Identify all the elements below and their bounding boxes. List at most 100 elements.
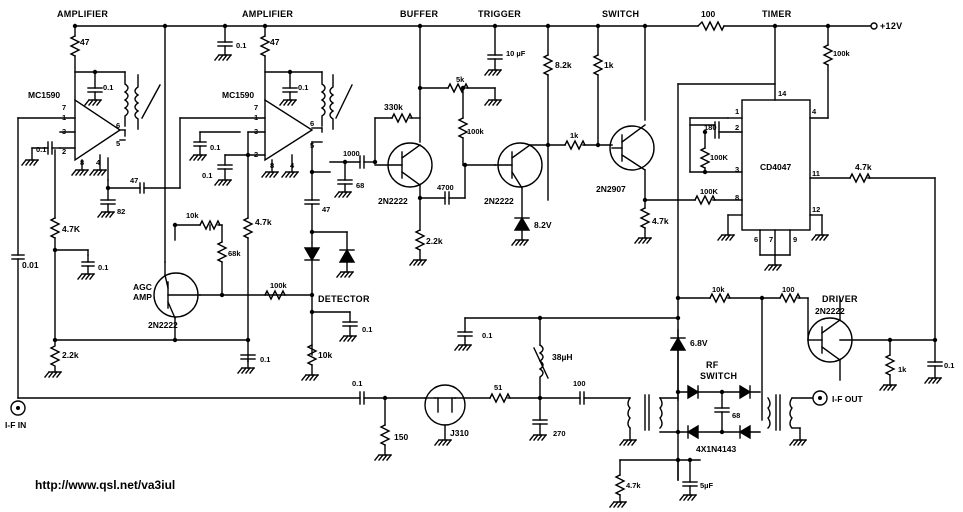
supply-rail	[74, 20, 878, 32]
c001-label: 0.01	[22, 260, 39, 270]
amplifier-1	[11, 25, 249, 399]
r4k7-bot-label: 4.7k	[626, 481, 641, 490]
if-path	[10, 317, 679, 461]
c180-label: 180	[704, 123, 717, 132]
r100k-det-label: 100k	[270, 281, 288, 290]
r8k2-label: 8.2k	[555, 60, 572, 70]
c01a-label: 0.1	[103, 83, 113, 92]
ic1-pin-4: 4	[96, 158, 101, 167]
r100k-ic-label: 100K	[710, 153, 729, 162]
trigger-label: TRIGGER	[478, 9, 521, 19]
ic1-pin-5: 5	[116, 139, 120, 148]
ic3-pin-11: 11	[812, 169, 820, 178]
c68b-label: 68	[732, 411, 740, 420]
c01h-label: 0.1	[260, 355, 270, 364]
c4700-label: 4700	[437, 183, 454, 192]
driver	[807, 297, 943, 391]
agc-amplifier	[153, 219, 311, 341]
ic1-pin-6: 6	[116, 121, 120, 130]
r2k2a-label: 2.2k	[62, 350, 79, 360]
c5u-label: 5µF	[700, 481, 713, 490]
buffer	[374, 25, 502, 266]
footer-url[interactable]: http://www.qsl.net/va3iul	[35, 478, 176, 492]
supply-label: +12V	[880, 21, 902, 31]
z82-label: 8.2V	[534, 220, 552, 230]
c100-label: 100	[573, 379, 586, 388]
c01d-label: 0.1	[236, 41, 246, 50]
r100k-timer-label: 100k	[833, 49, 851, 58]
ic3-pin-3: 3	[735, 165, 739, 174]
ic2-pin-3: 3	[254, 127, 258, 136]
r47b-label: 47	[270, 37, 280, 47]
amp2-label: AMPLIFIER	[242, 9, 293, 19]
ic2-pin-1: 1	[254, 113, 258, 122]
r5k-label: 5k	[456, 75, 465, 84]
r47a-label: 47	[80, 37, 90, 47]
r2k2-buf-label: 2.2k	[426, 236, 443, 246]
amp1-label: AMPLIFIER	[57, 9, 108, 19]
ic1-label: MC1590	[28, 90, 60, 100]
ic2-pin-8: 8	[270, 161, 274, 170]
switch	[592, 25, 743, 244]
rf-switch	[609, 292, 828, 508]
ic1-pin-7: 7	[62, 103, 66, 112]
q-trigger-label: 2N2222	[484, 196, 514, 206]
ic3-pin-12: 12	[812, 205, 820, 214]
r100k-trig-label: 100k	[467, 127, 485, 136]
r150-label: 150	[394, 432, 408, 442]
c1000-label: 1000	[343, 149, 360, 158]
r68k-label: 68k	[228, 249, 241, 258]
c47b-label: 47	[322, 205, 330, 214]
c82-label: 82	[117, 207, 125, 216]
ic3-pin-6: 6	[754, 235, 758, 244]
rf-switch-label: RF	[706, 360, 719, 370]
c01b-label: 0.1	[36, 145, 46, 154]
r1k-sw-label: 1k	[604, 60, 614, 70]
agc-label: AGC	[133, 282, 152, 292]
switch-label: SWITCH	[602, 9, 639, 19]
timer	[677, 25, 936, 401]
c10u-label: 10 µF	[506, 49, 526, 58]
if-out-connector[interactable]	[812, 390, 828, 406]
ic3-pin-2: 2	[735, 123, 739, 132]
q-jfet-label: J310	[450, 428, 469, 438]
ic2-pin-6: 6	[310, 119, 314, 128]
diodes-label: 4X1N4143	[696, 444, 736, 454]
r10k-det-label: 10k	[318, 350, 332, 360]
q-driver-label: 2N2222	[815, 306, 845, 316]
r4k7-sw-label: 4.7k	[652, 216, 669, 226]
ic2-pin-4: 4	[290, 161, 295, 170]
if-in-connector[interactable]	[10, 400, 26, 416]
ic2-pin-2: 2	[254, 150, 258, 159]
rf-switch-label-2: SWITCH	[700, 371, 737, 381]
if-in-label: I-F IN	[5, 420, 26, 430]
ic3-pin-8: 8	[735, 193, 739, 202]
ic2-pin-5: 5	[310, 141, 314, 150]
c01i-label: 0.1	[362, 325, 372, 334]
trigger	[484, 25, 613, 246]
c01f-label: 0.1	[210, 143, 220, 152]
jfet-transistor	[424, 384, 466, 426]
opamp-1-symbol	[74, 98, 122, 162]
r100-drv-label: 100	[782, 285, 795, 294]
ic1-pin-2: 2	[62, 147, 66, 156]
c68-label: 68	[356, 181, 364, 190]
r100top-label: 100	[701, 9, 715, 19]
q-buffer-label: 2N2222	[378, 196, 408, 206]
if-out-label: I-F OUT	[832, 394, 863, 404]
c01-drv-label: 0.1	[944, 361, 954, 370]
r330k-label: 330k	[384, 102, 403, 112]
c01e-label: 0.1	[298, 83, 308, 92]
c01j-label: 0.1	[352, 379, 362, 388]
r4k7b-label: 4.7k	[255, 217, 272, 227]
ic1-pin-8: 8	[80, 158, 84, 167]
r100k-ic2-label: 100K	[700, 187, 719, 196]
ic3-pin-9: 9	[793, 235, 797, 244]
buffer-label: BUFFER	[400, 9, 438, 19]
ic3-pin-1: 1	[735, 107, 739, 116]
ic3-label: CD4047	[760, 162, 791, 172]
amplifier-2	[164, 25, 353, 374]
q-agc-label: 2N2222	[148, 320, 178, 330]
